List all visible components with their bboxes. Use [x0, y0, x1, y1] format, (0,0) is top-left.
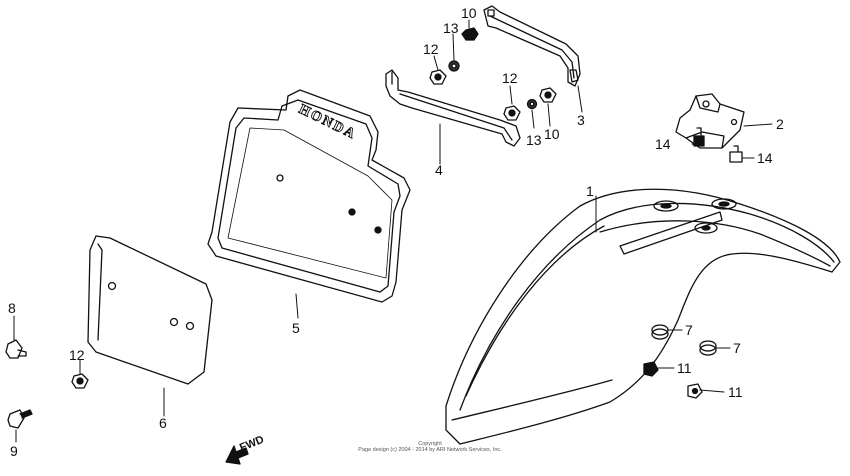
bracket-part-2 [675, 93, 745, 149]
grommet-7-left [651, 324, 669, 340]
callout-12-lower: 12 [502, 70, 518, 86]
leader-lines [13, 19, 773, 443]
bolt-part-9 [7, 409, 33, 429]
copyright-line-1: Copyright [418, 441, 442, 447]
callout-7-left: 7 [685, 322, 693, 338]
callout-5: 5 [292, 320, 300, 336]
callout-9: 9 [10, 443, 18, 459]
nut-12-upper [429, 69, 447, 85]
copyright-line-2: Page design (c) 2004 - 2014 by ARI Netwo… [358, 447, 502, 454]
callout-7-right: 7 [733, 340, 741, 356]
callout-6: 6 [159, 415, 167, 431]
callout-10-lower: 10 [544, 126, 560, 142]
callout-11-left: 11 [677, 360, 692, 376]
number-plate-part-6 [87, 235, 213, 385]
callout-13-upper: 13 [443, 20, 459, 36]
washer-13-lower [526, 98, 538, 110]
nut-12-lower [503, 105, 521, 121]
bolt-14-left [693, 127, 705, 147]
nut-11-left [643, 361, 659, 377]
number-plate-frame-part-5 [207, 89, 411, 303]
nut-10-upper [461, 27, 479, 41]
forward-arrow-icon [225, 445, 249, 465]
callout-3: 3 [577, 112, 585, 128]
callout-4: 4 [435, 162, 443, 178]
callout-8: 8 [8, 300, 16, 316]
callout-10-upper: 10 [461, 5, 477, 21]
bolt-14-right [729, 145, 743, 163]
washer-13-upper [448, 60, 460, 72]
nut-12-plate [71, 373, 89, 389]
callout-14-left: 14 [655, 136, 671, 152]
rear-fender-part-1 [445, 188, 841, 445]
bolt-part-8 [5, 339, 27, 359]
callout-12-upper: 12 [423, 41, 439, 57]
callout-11-right: 11 [728, 384, 743, 400]
nut-10-lower [539, 87, 557, 103]
nut-11-right [687, 383, 703, 399]
grommet-7-right [699, 340, 717, 356]
copyright-notice: Copyright Page design (c) 2004 - 2014 by… [330, 441, 530, 454]
callout-1: 1 [586, 183, 594, 199]
callout-14-right: 14 [757, 150, 773, 166]
callout-13-lower: 13 [526, 132, 542, 148]
lower-stay-part-4 [385, 69, 521, 147]
callout-12-plate: 12 [69, 347, 85, 363]
upper-stay-part-3 [483, 5, 581, 87]
callout-2: 2 [776, 116, 784, 132]
